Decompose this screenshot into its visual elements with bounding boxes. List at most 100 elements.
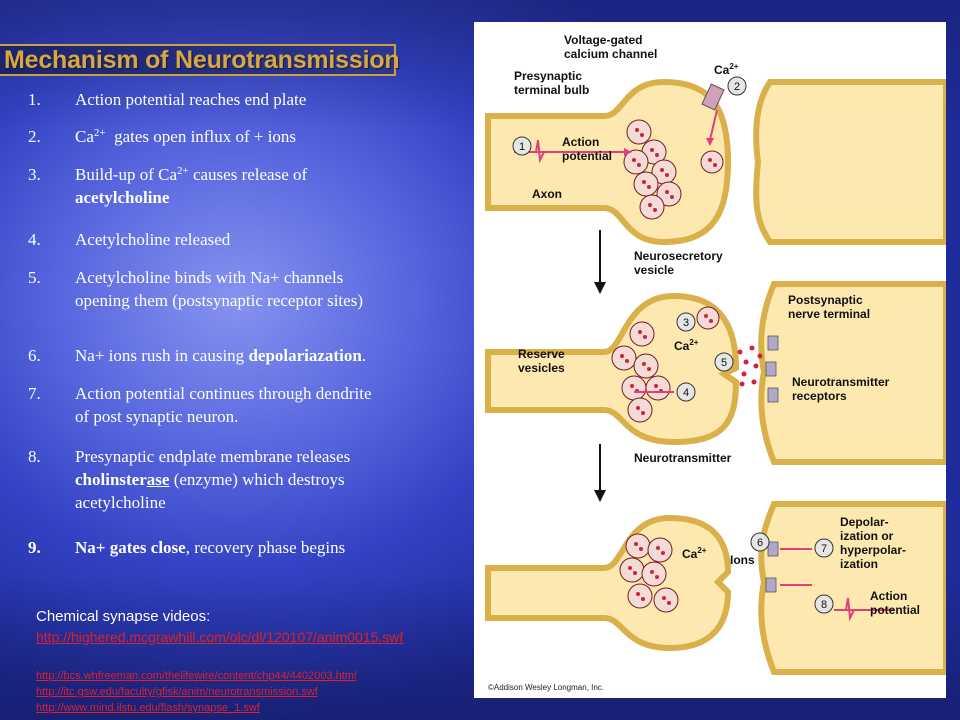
step-text-line: of post synaptic neuron. [75,407,239,426]
panel-2: 3 4 5 Ca2+ Neurosecretory vesicle Postsy… [485,249,946,465]
step-text: Na+ ions rush in causing depolariazation… [75,344,475,367]
presynaptic-terminal [485,292,740,446]
calcium-label-text: Ca [674,339,690,353]
vesicle-cluster [623,119,724,220]
video-link[interactable]: http://www.mind.ilstu.edu/flash/synapse_… [36,702,260,714]
step-badge-text: 8 [821,599,827,611]
calcium-label-text: Ca [714,63,730,77]
step-text-part: gates open influx of + ions [105,127,297,146]
reserve-vesicles [611,306,720,423]
synapse-diagram: 1 2 Voltage-gated calcium channel Presyn… [485,33,946,692]
postsynaptic-label: Postsynaptic [788,293,863,307]
step-number: 4. [28,230,41,249]
step-text-part: , recovery phase begins [185,538,346,557]
step-text: Presynaptic endplate membrane releases ch… [75,445,475,514]
videos-heading-text: Chemical synapse videos [36,608,207,625]
step-badge [676,312,696,332]
step-text-part: Build-up of Ca [75,165,177,184]
step-number: 6. [28,346,41,365]
video-link-main[interactable]: http://highered.mcgrawhill.com/olc/dl/12… [36,629,404,645]
videos-heading: Chemical synapse videos: [36,608,476,626]
calcium-arrowhead [706,138,714,146]
step-text: Acetylcholine binds with Na+ channels ope… [75,266,475,312]
step-text-part: Ca [75,127,94,146]
video-link[interactable]: http://bcs.whfreeman.com/thelifewire/con… [36,670,357,682]
presynaptic-label: Presynaptic [514,69,582,83]
depolarization-label: ization or [840,529,894,543]
neurosecretory-label: Neurosecretory [634,249,723,263]
vesicle-dots [632,128,717,212]
action-arrowhead [624,148,632,156]
panel-3: 6 7 8 Ca2+ Ions Depolar- ization or hype… [485,501,946,675]
neurotransmitter-label: Neurotransmitter [634,451,732,465]
step-badge [750,532,770,552]
vesicle-dots [628,542,671,605]
calcium-label-text: Ca [682,547,698,561]
postsynaptic-terminal [758,281,946,465]
step-text: Action potential reaches end plate [75,90,307,109]
step-badge-text: 6 [757,537,763,549]
presynaptic-terminal [485,514,732,652]
step-text-bold: cholinster [75,470,147,489]
step-badge [512,136,532,156]
step-number: 9. [28,538,41,557]
receptors [765,541,779,593]
step-text-part: (enzyme) which destroys [169,470,345,489]
step-text-line: Acetylcholine binds with Na+ channels [75,268,344,287]
step-text: Build-up of Ca2+ causes release of acetyl… [75,163,475,209]
copyright-text: ©Addison Wesley Longman, Inc. [488,683,604,692]
step-text-line: Action potential continues through dendr… [75,384,372,403]
action-potential-label: potential [870,603,920,617]
calcium-superscript: 2+ [729,62,738,71]
step-text-line: Presynaptic endplate membrane releases [75,447,351,466]
depolarization-label: ization [840,557,878,571]
step-text: Acetylcholine released [75,230,231,249]
synapse-figure: 1 2 Voltage-gated calcium channel Presyn… [474,22,946,698]
step-text: Action potential continues through dendr… [75,382,475,428]
step-text-bold: depolariazation [248,346,362,365]
step-badge [727,76,747,96]
title-bar [0,44,396,76]
step-text-part: causes release of [188,165,308,184]
spike-icon [842,597,858,622]
panel-1: 1 2 Voltage-gated calcium channel Presyn… [485,33,946,246]
calcium-label: Ca2+ [674,338,699,353]
step-text-line: acetylcholine [75,493,166,512]
spike-icon [530,139,548,164]
presynaptic-label: terminal bulb [514,83,589,97]
step-number: 7. [28,384,41,403]
postsynaptic-terminal [758,501,946,675]
down-arrowhead [594,490,606,502]
depolarization-label: Depolar- [840,515,889,529]
reserve-label: Reserve [518,347,565,361]
videos-heading-colon: : [206,608,211,625]
receptors-label: receptors [792,389,847,403]
step-number: 5. [28,268,41,287]
step-badge-text: 5 [721,357,727,369]
depolarization-label: hyperpolar- [840,543,906,557]
step-text: Ca2+ gates open influx of + ions [75,125,475,148]
reserve-label: vesicles [518,361,565,375]
step-text: Na+ gates close, recovery phase begins [75,536,475,559]
step-badge-text: 2 [734,81,740,93]
step-number: 1. [28,90,41,109]
step-badge-text: 3 [683,317,689,329]
slide-title: Mechanism of Neurotransmission [4,46,400,74]
voltage-gated-label: Voltage-gated [564,33,642,47]
video-link[interactable]: http://itc.gsw.edu/faculty/gfisk/anim/ne… [36,686,318,698]
postsynaptic-terminal [753,79,946,245]
videos-section: Chemical synapse videos: http://highered… [36,608,476,646]
superscript: 2+ [177,165,189,177]
calcium-label: Ca2+ [714,62,739,77]
step-number: 8. [28,447,41,466]
step-text-line: opening them (postsynaptic receptor site… [75,291,363,310]
superscript: 2+ [93,127,106,139]
step-number: 2. [28,127,41,146]
step-text-bold: Na+ gates close [75,538,186,557]
step-text-bold: acetylcholine [75,188,170,207]
step-badge [814,538,834,558]
calcium-label: Ca2+ [682,546,707,561]
action-potential-label: potential [562,149,612,163]
postsynaptic-label: nerve terminal [788,307,870,321]
step-text-part: Na+ ions rush in causing [75,346,249,365]
